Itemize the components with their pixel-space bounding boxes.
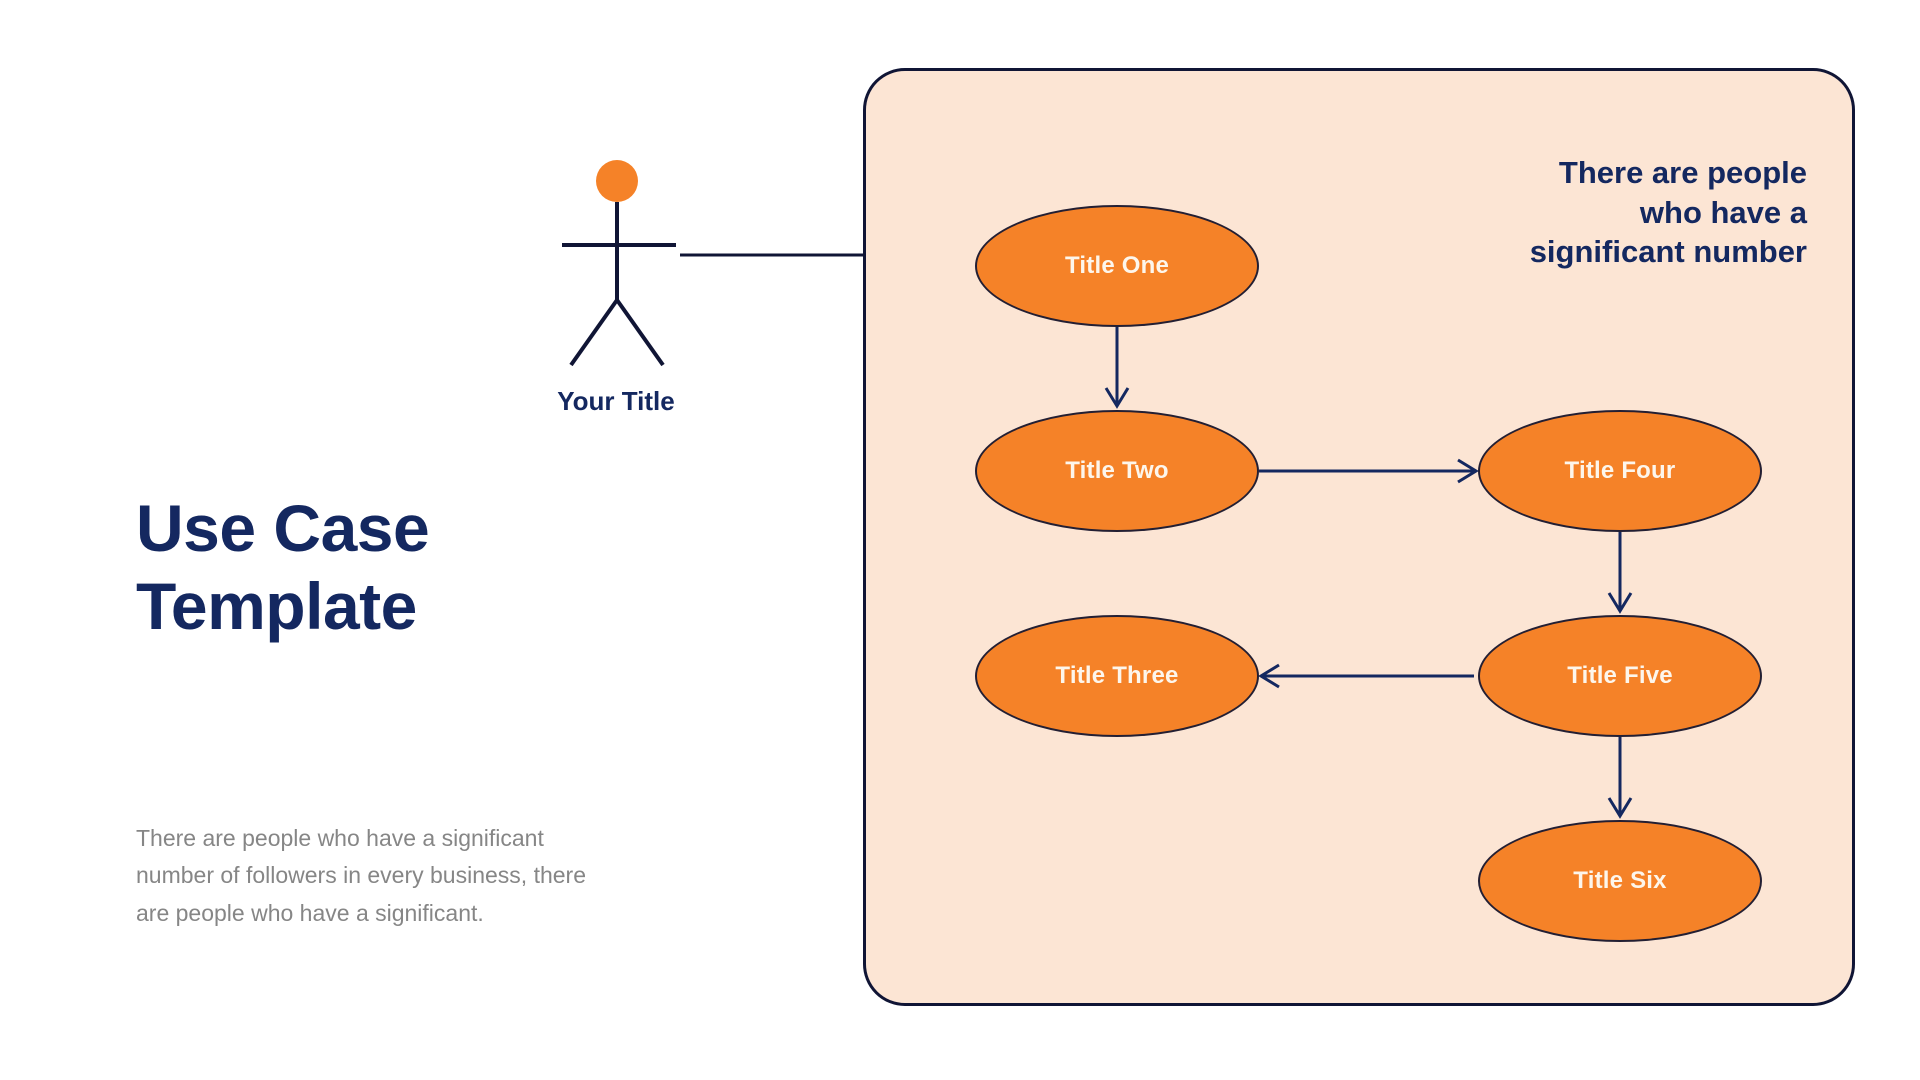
page-title: Use Case Template xyxy=(136,491,430,643)
use-case-title-four[interactable]: Title Four xyxy=(1478,410,1762,532)
use-case-label: Title Three xyxy=(1055,662,1179,689)
use-case-title-five[interactable]: Title Five xyxy=(1478,615,1762,737)
use-case-title-six[interactable]: Title Six xyxy=(1478,820,1762,942)
actor-label: Your Title xyxy=(557,386,675,416)
use-case-title-one[interactable]: Title One xyxy=(975,205,1259,327)
actor-body-icon xyxy=(562,202,676,367)
use-case-label: Title Five xyxy=(1567,662,1673,689)
use-case-title-three[interactable]: Title Three xyxy=(975,615,1259,737)
left-text-column: Use Case Template xyxy=(136,490,736,646)
panel-heading: There are people who have a significant … xyxy=(1529,155,1807,270)
use-case-label: Title Six xyxy=(1573,867,1667,894)
actor-head-icon xyxy=(596,160,638,202)
use-case-label: Title Two xyxy=(1065,457,1169,484)
use-case-label: Title Four xyxy=(1564,457,1676,484)
actor-figure xyxy=(556,160,676,380)
body-paragraph: There are people who have a significant … xyxy=(136,825,586,926)
use-case-label: Title One xyxy=(1064,252,1170,279)
use-case-title-two[interactable]: Title Two xyxy=(975,410,1259,532)
